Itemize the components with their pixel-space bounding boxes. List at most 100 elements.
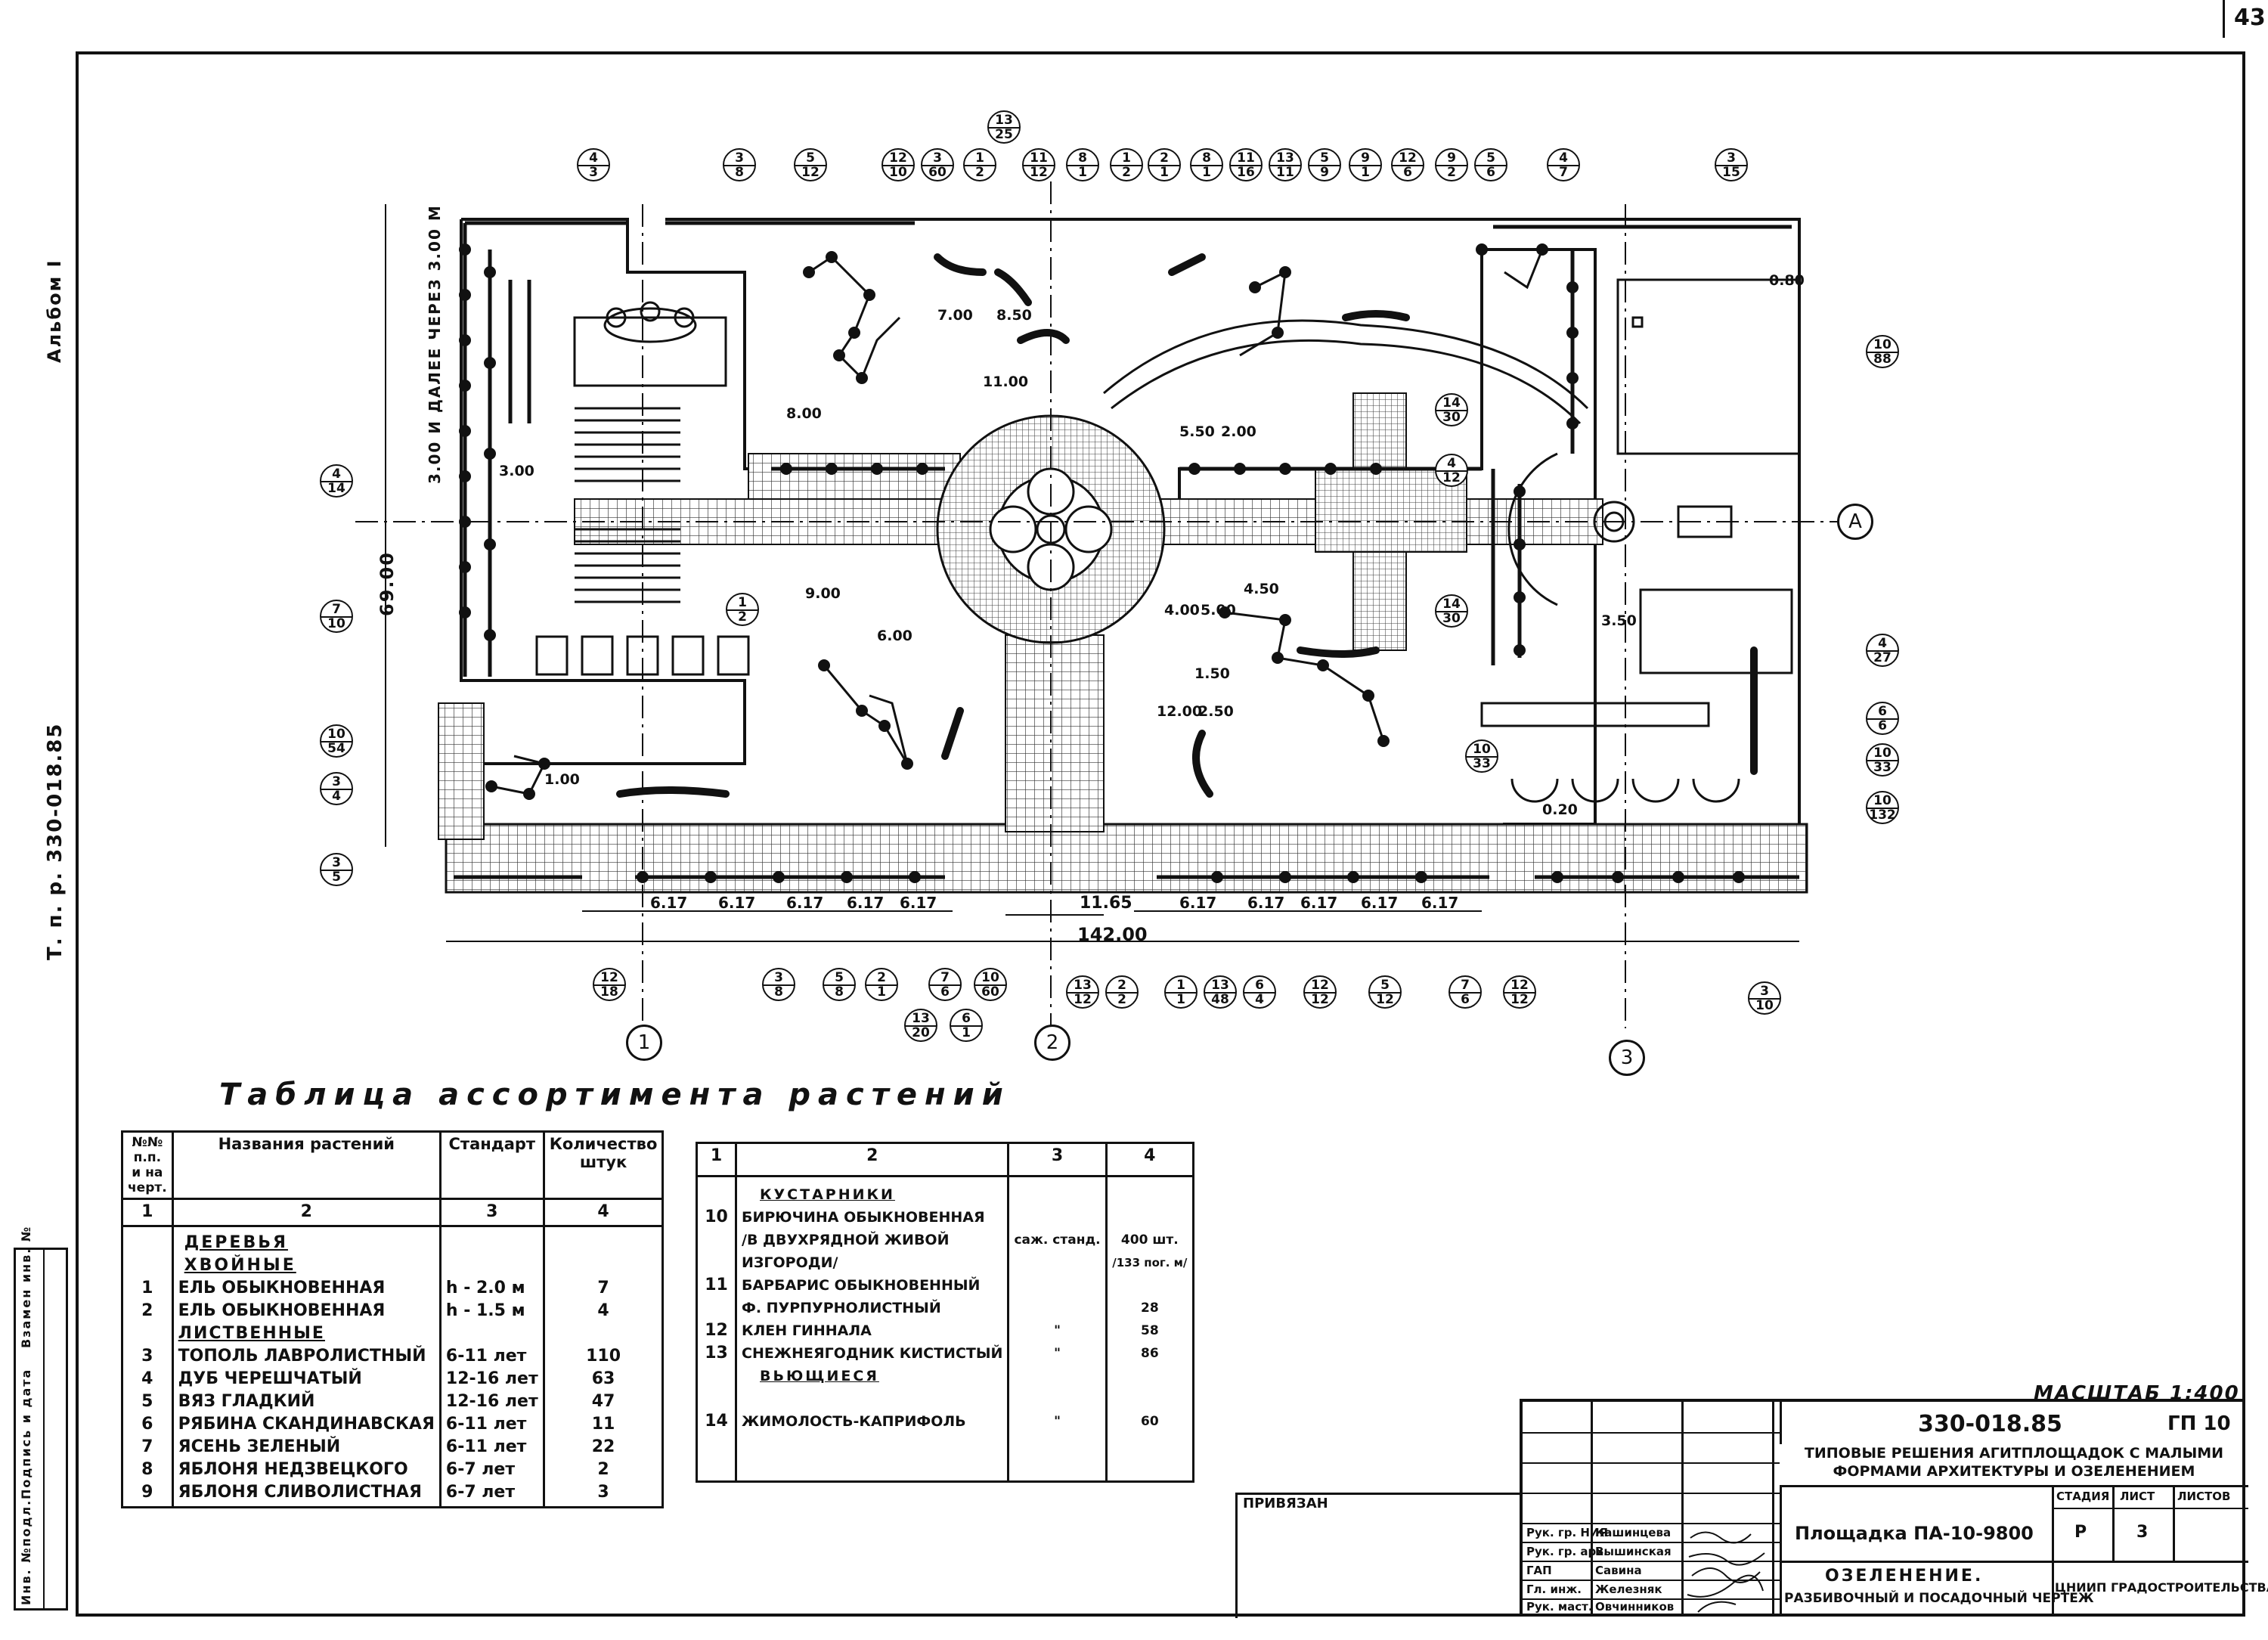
plant-name: Снежнеягодник кистистый [742,1345,1003,1362]
dim-p: 12.00 [1157,703,1203,720]
callout-quantity: 8 [735,165,744,180]
sheet-value: 3 [2136,1523,2149,1542]
left-stamp: Инв. №подл. Подпись и дата Взамен инв. № [14,1226,68,1611]
callout-plant-number: 4 [1867,637,1898,652]
callout-quantity: 20 [912,1025,930,1040]
dim-b: 5.50 [1179,423,1215,440]
staff-role-1: Рук. гр. арх. [1526,1545,1608,1558]
callout-plant-number: 12 [594,971,624,986]
callout-quantity: 6 [940,984,950,1000]
callout-plant-number: 14 [1436,396,1467,411]
plant-name: изгороди/ [742,1254,838,1271]
callout-quantity: 88 [1873,352,1892,367]
callout-quantity: 14 [327,481,345,496]
callout-quantity: 2 [975,165,984,180]
plant-name: Тополь лавролистный [178,1347,426,1366]
plant-name: ф. пурпурнолистный [742,1300,941,1316]
r-col-number-2: 2 [734,1142,1010,1177]
plant-name: Жимолость-каприфоль [742,1413,966,1430]
sheet-code: ГП 10 [2167,1412,2231,1435]
callout-quantity: 1 [877,984,886,1000]
callout-plant-number: 3 [321,775,352,790]
overall-width-dim: 142.00 [1077,924,1148,945]
callout-plant-number: 9 [1350,151,1380,166]
stage [573,301,727,387]
right-std-cell: саж. станд. " " " [1007,1175,1108,1483]
callout-quantity: 48 [1211,992,1229,1007]
col-header-name: Названия растений [171,1130,442,1200]
plant-std: саж. станд. [1014,1232,1101,1248]
pavilion [1507,278,1801,674]
plant-std: 6-11 лет [445,1415,527,1434]
col-number-4: 4 [542,1198,665,1227]
callout-quantity: 1 [962,1025,971,1040]
plant-qty: 2 [597,1460,609,1479]
col-number-2: 2 [171,1198,442,1227]
plant-qty: 60 [1140,1414,1159,1429]
col-header-num: №№ п.п. и на черт. [121,1130,174,1200]
axis-marker-a: A [1837,504,1873,540]
plant-name: Вяз гладкий [178,1392,315,1411]
callout-plant-number: 3 [764,971,794,986]
callout-plant-number: 14 [1436,597,1467,612]
plant-qty [550,1322,658,1345]
row-num: 3 [141,1347,153,1366]
callout-plant-number: 9 [1436,151,1467,166]
dim-e: 7.00 [937,307,973,324]
plant-qty: 7 [597,1279,609,1297]
callout-plant-number: 3 [724,151,754,166]
staff-role-2: ГАП [1526,1564,1552,1577]
staff-name-0: Кашинцева [1595,1526,1672,1539]
callout-quantity: 6 [1461,992,1470,1007]
callout-quantity: 12 [801,165,820,180]
callout-plant-number: 7 [930,971,960,986]
callout-plant-number: 4 [578,151,609,166]
spacing-6: 6.17 [1179,894,1217,912]
seating-rows [575,407,680,603]
dim-h: 11.00 [983,374,1029,390]
plant-std: 6-7 лет [445,1460,516,1479]
row-num: 1 [141,1279,153,1297]
callout-quantity: 4 [332,789,341,804]
col-number-3: 3 [438,1198,545,1227]
plant-std: 6-11 лет [445,1437,527,1456]
col-header-qty: Количество штук [542,1130,665,1200]
group-trees: Деревья [184,1233,288,1252]
project-title: Типовые решения агитплощадок с малыми фо… [1804,1445,2224,1480]
row-num: 11 [705,1276,728,1294]
plant-qty: 86 [1140,1346,1159,1361]
plant-qty: 3 [597,1483,609,1502]
plant-qty: 47 [591,1392,615,1411]
callout-quantity: 10 [1755,998,1774,1013]
row-num: 9 [141,1483,153,1502]
dim-q: 0.80 [1769,272,1805,289]
dim-o: 6.00 [877,628,912,644]
dim-f: 8.50 [996,307,1032,324]
stage-header: Стадия [2056,1490,2110,1503]
plants-table-left: №№ п.п. и на черт. Названия растений Ста… [121,1130,665,1508]
plant-std: " [1054,1346,1061,1361]
callout-quantity: 12 [1376,992,1394,1007]
r-col-number-1: 1 [696,1142,737,1177]
callout-quantity: 2 [738,609,747,625]
callout-plant-number: 13 [906,1012,936,1027]
row-num: 13 [705,1344,728,1363]
dim-a: 3.00 [499,463,534,479]
plant-name: Клен Гиннала [742,1322,872,1339]
plant-name: Дуб черешчатый [178,1369,362,1388]
